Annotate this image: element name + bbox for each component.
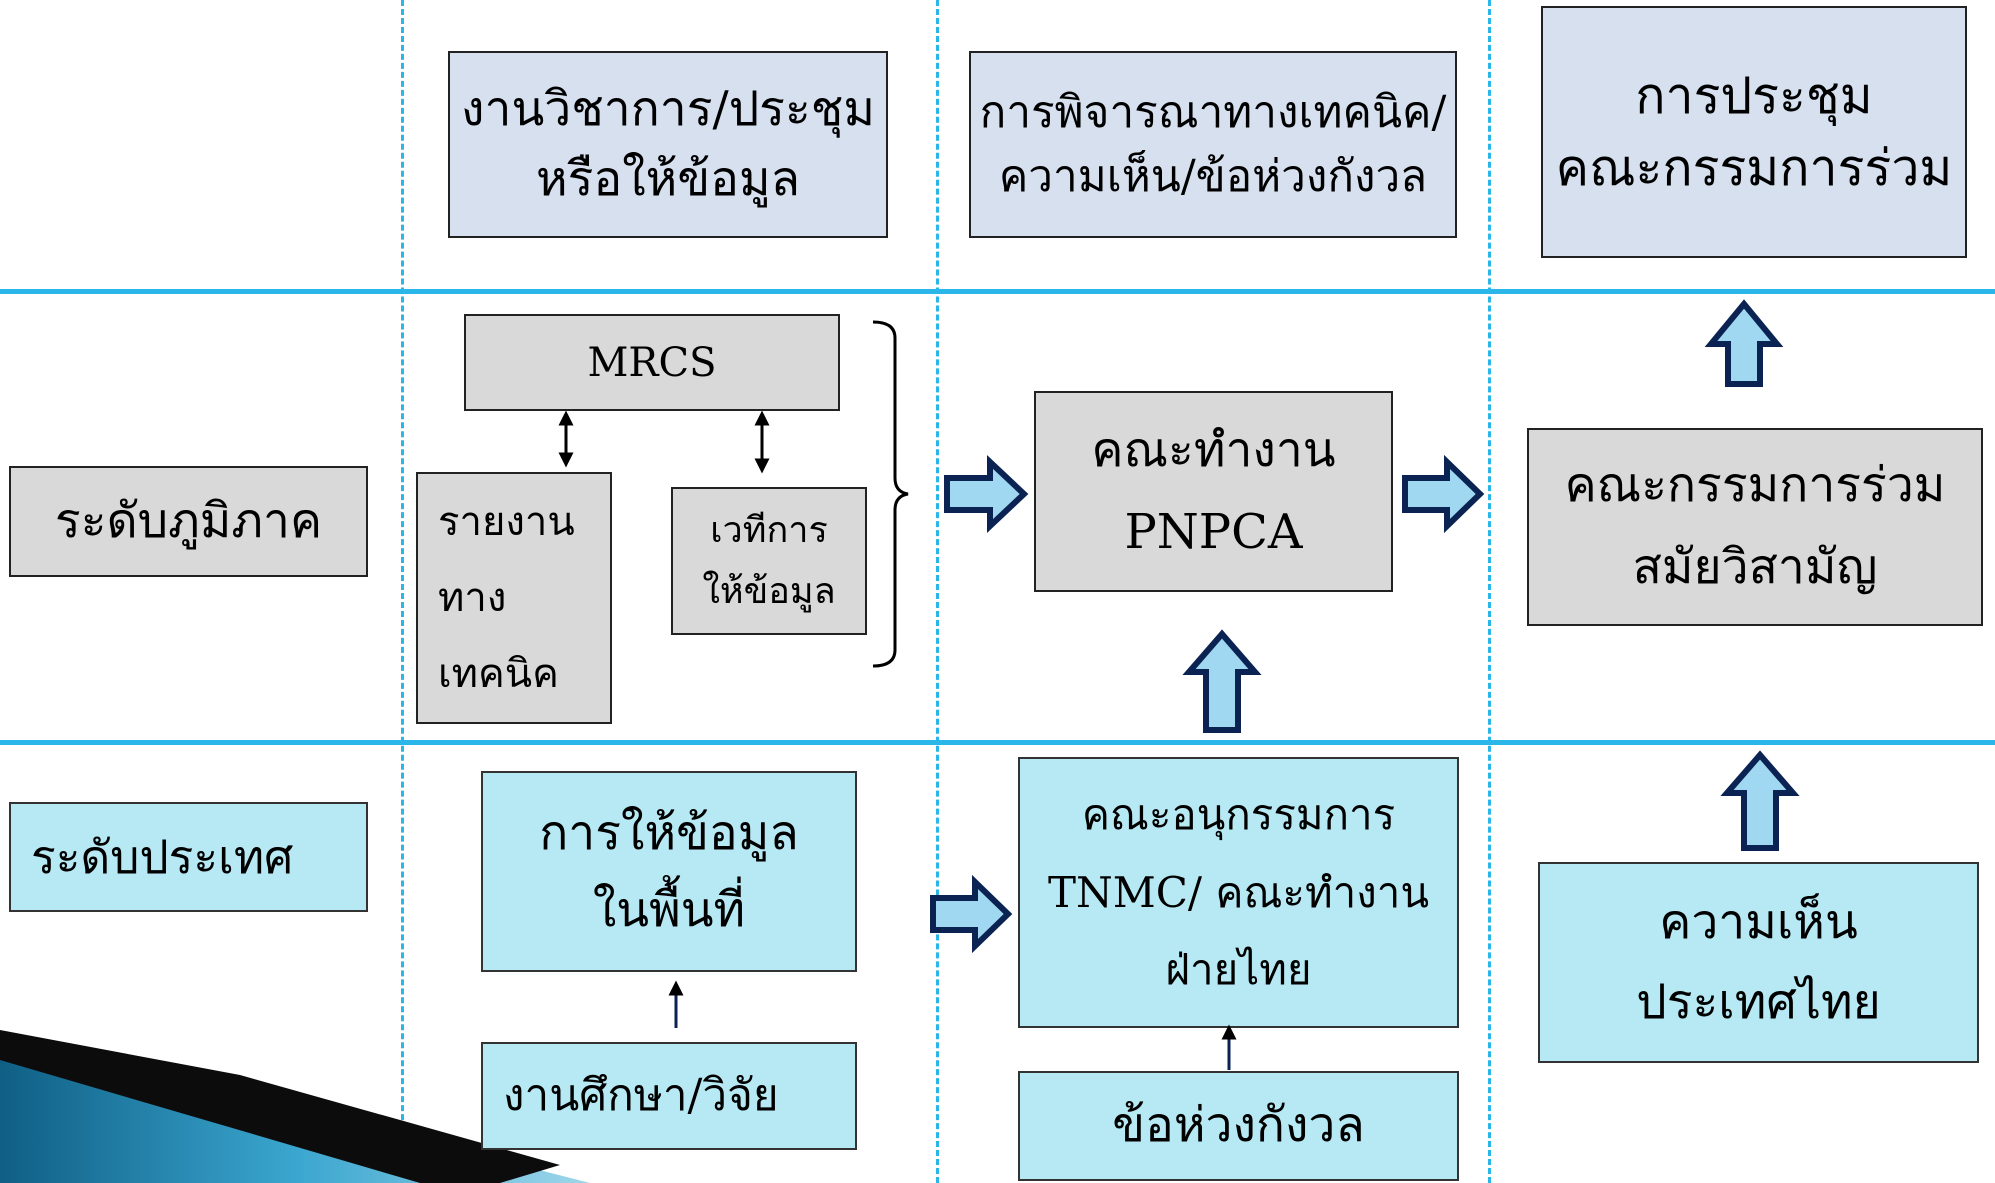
block-arrow-right-to-subcommittee [930, 874, 1013, 954]
pnpca-line-2: PNPCA [1124, 503, 1303, 560]
column-divider-3 [1488, 0, 1491, 1183]
info-forum-line-2: ให้ข้อมูล [702, 571, 836, 612]
tech-report-line-3: เทคนิค [438, 651, 559, 697]
thai-opinion-line-1: ความเห็น [1659, 894, 1858, 951]
technical-line-1: การพิจารณาทางเทคนิค/ [979, 86, 1447, 138]
joint-meeting-line-1: การประชุม [1635, 66, 1873, 125]
concerns-box: ข้อห่วงกังวล [1018, 1071, 1459, 1181]
tech-report-line-2: ทาง [438, 575, 507, 621]
area-info-box: การให้ข้อมูล ในพื้นที่ [481, 771, 857, 972]
mrcs-box: MRCS [464, 314, 840, 411]
divider-bottom [0, 740, 1995, 745]
academic-meeting-box: งานวิชาการ/ประชุม หรือให้ข้อมูล [448, 51, 888, 238]
block-arrow-right-to-pnpca [944, 455, 1029, 533]
block-arrow-up-to-pnpca [1182, 629, 1262, 733]
technical-review-box: การพิจารณาทางเทคนิค/ ความเห็น/ข้อห่วงกัง… [969, 51, 1457, 238]
subcommittee-line-1: คณะอนุกรรมการ [1081, 789, 1396, 839]
subcommittee-line-2: TNMC/ คณะทำงาน [1047, 867, 1430, 917]
regional-level-label: ระดับภูมิภาค [9, 466, 368, 577]
mrcs-text: MRCS [587, 339, 717, 386]
national-level-text: ระดับประเทศ [31, 829, 294, 884]
academic-line-2: หรือให้ข้อมูล [535, 150, 801, 207]
block-arrow-up-to-joint-meeting [1704, 299, 1784, 387]
tech-report-line-1: รายงาน [438, 499, 575, 545]
joint-committee-line-1: คณะกรรมการร่วม [1564, 457, 1946, 514]
info-forum-line-1: เวทีการ [710, 509, 828, 551]
block-arrow-up-to-joint-committee [1720, 750, 1800, 851]
thai-opinion-line-2: ประเทศไทย [1636, 973, 1881, 1030]
info-forum-box: เวทีการ ให้ข้อมูล [671, 487, 867, 635]
pnpca-working-group-box: คณะทำงาน PNPCA [1034, 391, 1393, 592]
technical-report-box: รายงาน ทาง เทคนิค [416, 472, 612, 724]
national-level-label: ระดับประเทศ [9, 802, 368, 912]
joint-meeting-box: การประชุม คณะกรรมการร่วม [1541, 6, 1967, 258]
study-research-box: งานศึกษา/วิจัย [481, 1042, 857, 1150]
study-text: งานศึกษา/วิจัย [503, 1070, 779, 1122]
technical-line-2: ความเห็น/ข้อห่วงกังวล [998, 150, 1428, 202]
divider-top [0, 289, 1995, 294]
academic-line-1: งานวิชาการ/ประชุม [461, 80, 875, 137]
regional-level-text: ระดับภูมิภาค [54, 492, 323, 549]
joint-committee-line-2: สมัยวิสามัญ [1632, 539, 1878, 595]
area-info-line-1: การให้ข้อมูล [539, 804, 799, 861]
column-divider-1 [401, 0, 404, 1183]
block-arrow-right-to-joint-committee [1402, 454, 1485, 534]
tnmc-subcommittee-box: คณะอนุกรรมการ TNMC/ คณะทำงาน ฝ่ายไทย [1018, 757, 1459, 1028]
joint-meeting-line-2: คณะกรรมการร่วม [1555, 139, 1953, 197]
pnpca-line-1: คณะทำงาน [1091, 421, 1336, 478]
area-info-line-2: ในพื้นที่ [592, 881, 746, 938]
concerns-text: ข้อห่วงกังวล [1112, 1097, 1365, 1154]
grouping-bracket [872, 320, 909, 668]
subcommittee-line-3: ฝ่ายไทย [1165, 945, 1312, 995]
extraordinary-joint-committee-box: คณะกรรมการร่วม สมัยวิสามัญ [1527, 428, 1983, 626]
thai-opinion-box: ความเห็น ประเทศไทย [1538, 862, 1979, 1063]
column-divider-2 [936, 0, 939, 1183]
